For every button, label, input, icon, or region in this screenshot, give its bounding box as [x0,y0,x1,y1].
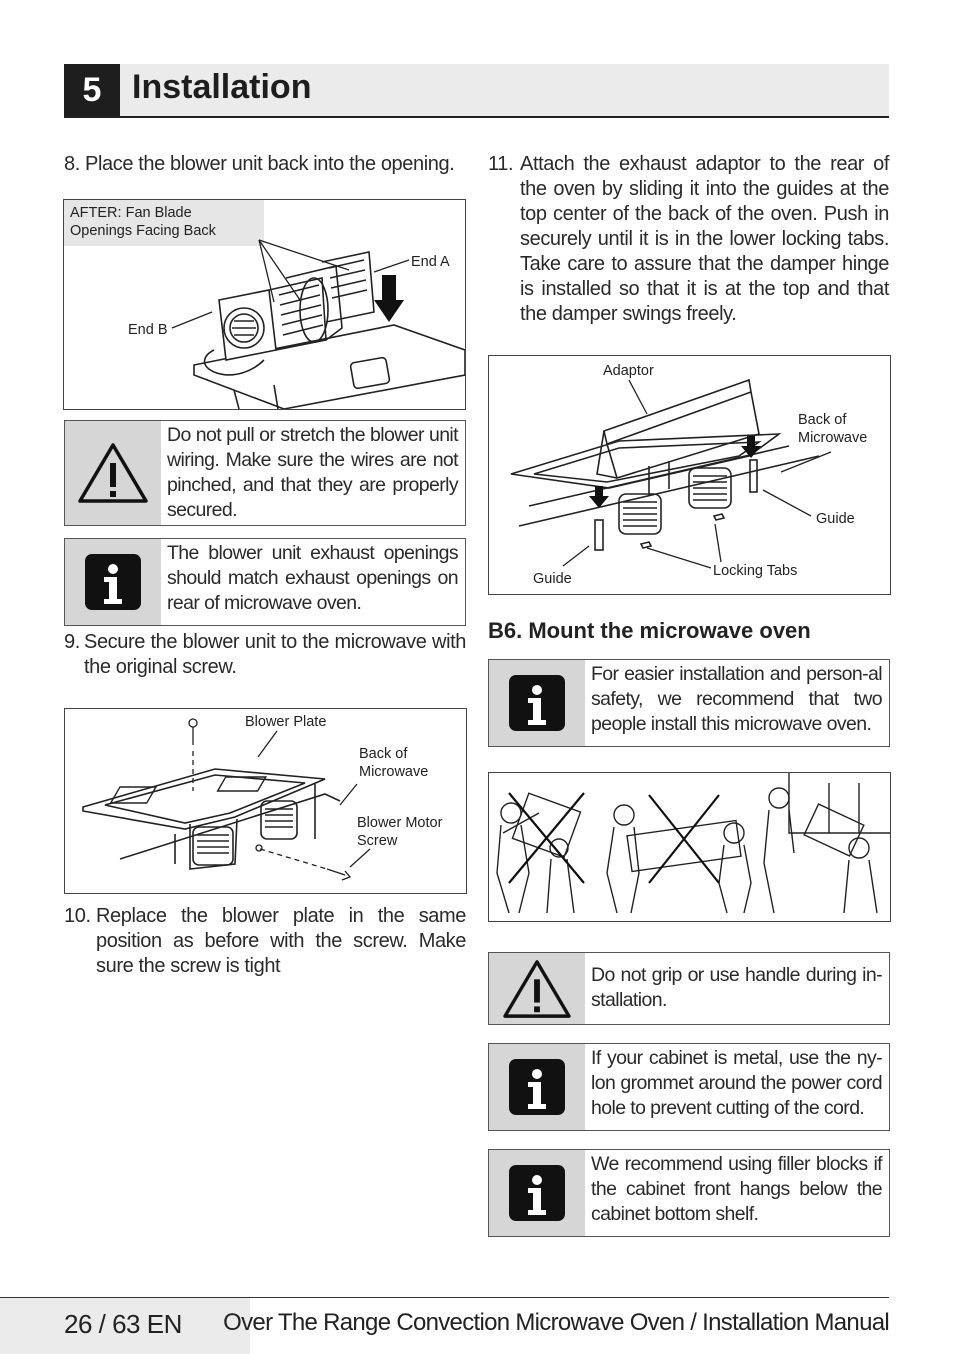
figure-two-people-install [488,772,891,922]
blower-unit-drawing [171,239,465,409]
info-icon [65,539,161,625]
step-9: 9. Secure the blower unit to the microwa… [64,631,466,678]
info-metal-cabinet: If your cabinet is metal, use the ny-lon… [488,1043,890,1131]
warning-icon [489,953,585,1024]
blower-plate-drawing [82,718,371,881]
footer-document-title: Over The Range Convection Microwave Oven… [223,1309,890,1336]
step-11: 11. Attach the exhaust adaptor to the re… [488,153,889,325]
section-title: Installation [132,68,312,106]
section-header: 5 Installation [64,64,889,118]
warning-handle: Do not grip or use handle during in-stal… [488,952,890,1025]
info-metal-cabinet-text: If your cabinet is metal, use the ny-lon… [591,1047,883,1119]
footer-page-number: 26 / 63 EN [64,1309,182,1339]
fig1-end-b: End B [128,322,168,338]
info-exhaust-openings: The blower unit exhaust openings should … [64,538,466,626]
info-exhaust-text: The blower unit exhaust openings should … [167,542,459,614]
info-two-people-text: For easier installation and person-al sa… [591,663,883,735]
section-number: 5 [64,64,120,116]
step-10: 10. Replace the blower plate in the same… [64,905,466,977]
warning-icon [65,421,161,525]
fig1-end-a: End A [411,254,450,270]
step-8: 8. Place the blower unit back into the o… [64,153,455,175]
warning-handle-text: Do not grip or use handle during in-stal… [591,964,883,1011]
info-two-people: For easier installation and person-al sa… [488,659,890,747]
fig3-guide-right: Guide [816,511,855,527]
info-filler-blocks: We recommend using filler blocks if the … [488,1149,890,1237]
info-icon [489,660,585,746]
fig3-back-of-microwave: Back of Microwave [798,412,868,446]
warning-wiring: Do not pull or stretch the blower unit w… [64,420,466,526]
fig2-back-of-microwave: Back of Microwave [359,746,429,780]
fig2-blower-motor-screw: Blower Motor Screw [357,815,443,849]
footer-divider [0,1297,889,1298]
info-icon [489,1150,585,1236]
fig3-locking-tabs: Locking Tabs [713,563,798,579]
people-install-drawing [496,773,890,914]
exhaust-adaptor-drawing [510,378,832,569]
fig3-adaptor: Adaptor [603,363,654,379]
subsection-title: B6. Mount the microwave oven [488,618,811,643]
figure-blower-unit: AFTER: Fan Blade Openings Facing Back En… [63,199,466,410]
info-icon [489,1044,585,1130]
figure-blower-plate: Blower Plate Back of Microwave Blower Mo… [64,708,467,894]
footer-page-box [0,1298,250,1354]
warning-wiring-text: Do not pull or stretch the blower unit w… [167,424,459,521]
fig1-caption: AFTER: Fan Blade Openings Facing Back [70,205,216,239]
figure-exhaust-adaptor: Adaptor Back of Microwave Guide Guide Lo… [488,355,891,595]
info-filler-blocks-text: We recommend using filler blocks if the … [591,1153,883,1225]
fig3-guide-left: Guide [533,571,572,587]
fig2-blower-plate: Blower Plate [245,714,327,730]
